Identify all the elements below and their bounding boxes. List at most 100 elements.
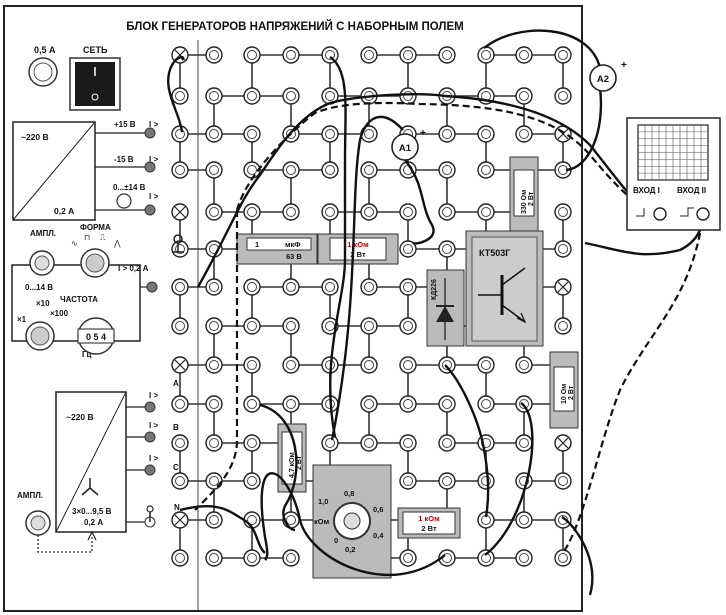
grid-socket[interactable] — [554, 278, 572, 296]
grid-socket[interactable] — [554, 240, 572, 258]
grid-socket[interactable] — [282, 87, 300, 105]
three-phase-amplitude-knob[interactable] — [25, 510, 51, 536]
resistor-1k-top[interactable]: 1 кОм 2 Вт — [317, 233, 399, 265]
diode-component[interactable]: КД226 — [426, 269, 465, 347]
grid-socket[interactable] — [243, 472, 261, 490]
grid-socket[interactable] — [205, 203, 223, 221]
grid-socket[interactable] — [282, 395, 300, 413]
grid-socket[interactable] — [205, 549, 223, 567]
grid-socket[interactable] — [515, 87, 533, 105]
scope-input1-jack[interactable] — [653, 207, 667, 221]
grid-socket[interactable] — [205, 125, 223, 143]
grid-socket[interactable] — [171, 356, 189, 374]
grid-socket[interactable] — [554, 434, 572, 452]
grid-socket[interactable] — [205, 395, 223, 413]
grid-socket[interactable] — [399, 240, 417, 258]
grid-socket[interactable] — [477, 549, 495, 567]
grid-socket[interactable] — [243, 356, 261, 374]
grid-socket[interactable] — [554, 472, 572, 490]
grid-socket[interactable] — [438, 46, 456, 64]
grid-socket[interactable] — [360, 278, 378, 296]
grid-socket[interactable] — [205, 87, 223, 105]
grid-socket[interactable] — [205, 278, 223, 296]
grid-socket[interactable] — [171, 395, 189, 413]
grid-socket[interactable] — [399, 87, 417, 105]
grid-socket[interactable] — [321, 161, 339, 179]
grid-socket[interactable] — [171, 317, 189, 335]
grid-socket[interactable] — [399, 434, 417, 452]
grid-socket[interactable] — [438, 356, 456, 374]
gen-amplitude-knob[interactable] — [29, 250, 55, 276]
grid-socket[interactable] — [171, 472, 189, 490]
grid-socket[interactable] — [243, 87, 261, 105]
grid-socket[interactable] — [243, 434, 261, 452]
grid-socket[interactable] — [515, 125, 533, 143]
grid-socket[interactable] — [243, 46, 261, 64]
grid-socket[interactable] — [515, 549, 533, 567]
grid-socket[interactable] — [282, 317, 300, 335]
resistor-10-component[interactable]: 10 Ом 2 Вт — [549, 351, 579, 429]
grid-socket[interactable] — [171, 203, 189, 221]
grid-socket[interactable] — [205, 317, 223, 335]
grid-socket[interactable] — [243, 161, 261, 179]
grid-socket[interactable] — [360, 161, 378, 179]
grid-socket[interactable] — [438, 161, 456, 179]
grid-socket[interactable] — [477, 203, 495, 221]
grid-socket[interactable] — [515, 472, 533, 490]
grid-socket[interactable] — [282, 161, 300, 179]
grid-socket[interactable] — [554, 203, 572, 221]
resistor-1k-bottom[interactable]: 1 кОм 2 Вт — [397, 507, 461, 539]
grid-socket[interactable] — [243, 278, 261, 296]
ammeter-a1[interactable]: A1 + — [391, 128, 426, 161]
grid-socket[interactable] — [477, 356, 495, 374]
grid-socket[interactable] — [554, 46, 572, 64]
grid-socket[interactable] — [171, 87, 189, 105]
grid-socket[interactable] — [321, 434, 339, 452]
grid-socket[interactable] — [282, 356, 300, 374]
grid-socket[interactable] — [171, 434, 189, 452]
power-switch[interactable] — [69, 57, 121, 111]
grid-socket[interactable] — [205, 161, 223, 179]
capacitor-component[interactable]: 1 мкФ 63 В — [236, 233, 318, 265]
grid-socket[interactable] — [205, 472, 223, 490]
grid-socket[interactable] — [171, 549, 189, 567]
grid-socket[interactable] — [554, 317, 572, 335]
waveform-selector-knob[interactable]: ∿ ⊓ ⎍ ⋀ — [71, 233, 121, 278]
grid-socket[interactable] — [282, 203, 300, 221]
grid-socket[interactable] — [171, 240, 189, 258]
grid-socket[interactable] — [438, 203, 456, 221]
grid-socket[interactable] — [205, 46, 223, 64]
grid-socket[interactable] — [438, 472, 456, 490]
potentiometer-component[interactable]: кОм 0 0,2 0,4 0,6 0,8 1,0 — [312, 464, 392, 579]
grid-socket[interactable] — [243, 395, 261, 413]
grid-socket[interactable] — [515, 434, 533, 452]
grid-socket[interactable] — [360, 356, 378, 374]
grid-socket[interactable] — [477, 125, 495, 143]
grid-socket[interactable] — [321, 125, 339, 143]
grid-socket[interactable] — [205, 356, 223, 374]
grid-socket[interactable] — [515, 511, 533, 529]
grid-socket[interactable] — [399, 46, 417, 64]
grid-socket[interactable] — [438, 125, 456, 143]
grid-socket[interactable] — [438, 395, 456, 413]
grid-socket[interactable] — [477, 472, 495, 490]
grid-socket[interactable] — [360, 395, 378, 413]
grid-socket[interactable] — [360, 125, 378, 143]
grid-socket[interactable] — [321, 203, 339, 221]
grid-socket[interactable] — [515, 356, 533, 374]
frequency-display[interactable]: 0 5 4 — [77, 317, 115, 355]
grid-socket[interactable] — [282, 278, 300, 296]
grid-socket[interactable] — [399, 472, 417, 490]
grid-socket[interactable] — [360, 317, 378, 335]
grid-socket[interactable] — [399, 317, 417, 335]
grid-socket[interactable] — [438, 434, 456, 452]
resistor-330-component[interactable]: 330 Ом 2 Вт — [509, 156, 539, 234]
grid-socket[interactable] — [399, 356, 417, 374]
grid-socket[interactable] — [171, 511, 189, 529]
grid-socket[interactable] — [554, 549, 572, 567]
grid-socket[interactable] — [282, 46, 300, 64]
grid-socket[interactable] — [554, 87, 572, 105]
grid-socket[interactable] — [205, 511, 223, 529]
grid-socket[interactable] — [399, 278, 417, 296]
grid-socket[interactable] — [554, 511, 572, 529]
